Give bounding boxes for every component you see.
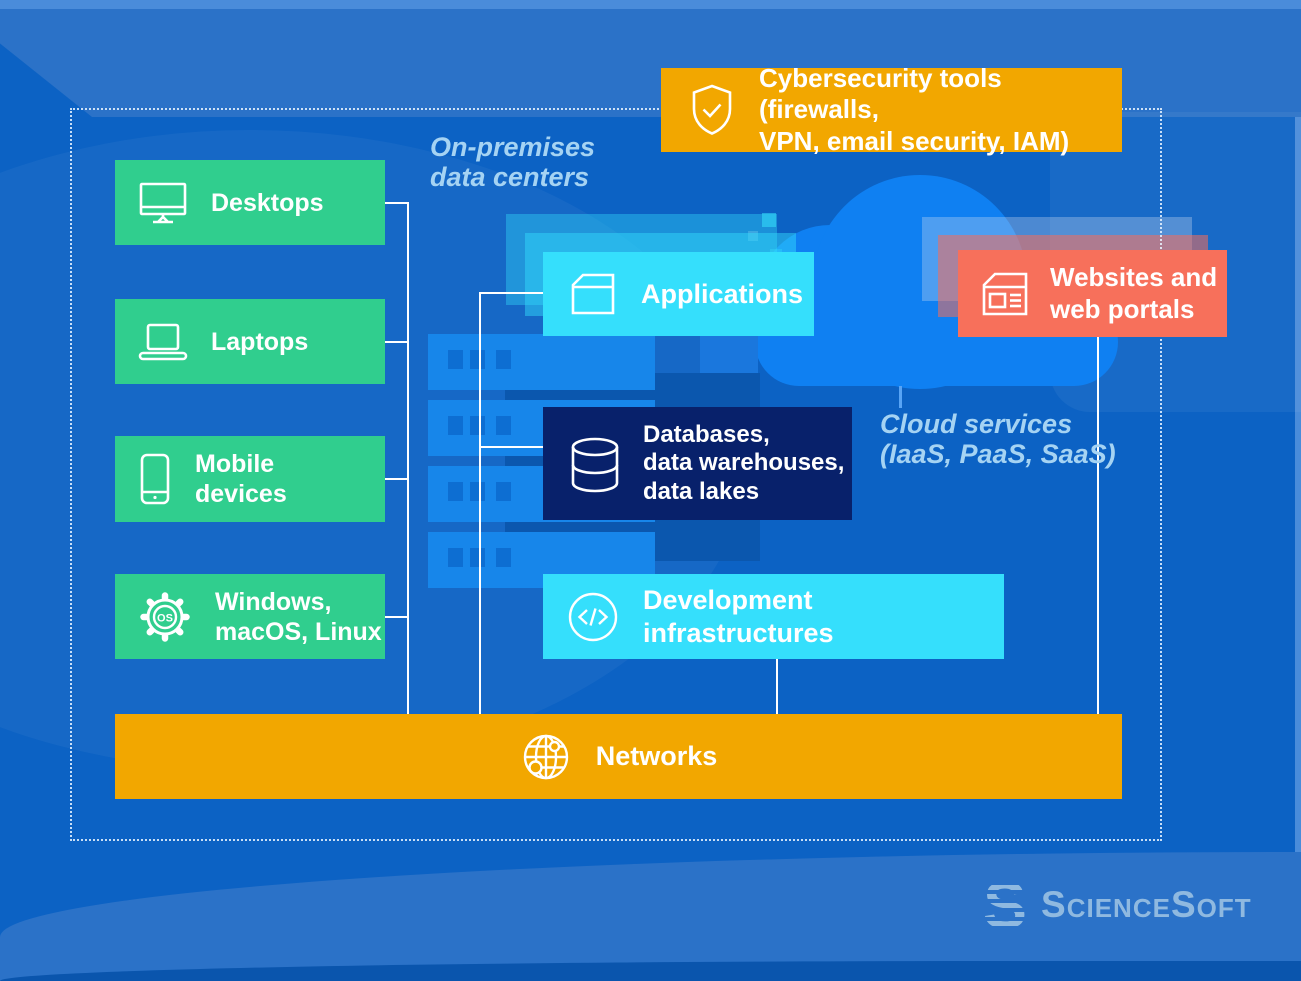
networks-label: Networks [595,741,718,772]
rack-slot [496,482,511,501]
applications-box: Applications [543,252,814,336]
square-decoration [700,336,758,374]
rack-slot [448,548,463,567]
svg-text:OS: OS [157,612,173,624]
sciencesoft-logo-mark: S [983,868,1028,942]
websites-label: Websites and web portals [1050,262,1218,324]
connector-stub-desktops [385,202,407,204]
websites-box: Websites and web portals [958,250,1227,337]
databases-box: Databases, data warehouses, data lakes [543,407,852,520]
connector-devices-to-networks [407,202,409,715]
sciencesoft-logo-text: ScienceSoft [1041,884,1252,925]
background-bottom-strip [0,961,1301,981]
rack-slot [470,482,485,501]
rack-slot [496,350,511,369]
desktops-box: Desktops [115,160,385,245]
connector-stub-laptops [385,341,407,343]
pixel-decoration [762,213,776,227]
connector-stub-applications [479,292,543,294]
connector-onprem-to-networks [479,292,481,715]
rack-slot [470,548,485,567]
development-infrastructures-label: Development infrastructures [643,585,834,648]
rack-slot [448,482,463,501]
connector-stub-mobile [385,478,407,480]
rack-slot [496,416,511,435]
desktop-monitor-icon [137,180,189,226]
rack-slot [470,350,485,369]
laptops-box: Laptops [115,299,385,384]
pixel-decoration [748,231,758,241]
rack-slot [470,416,485,435]
right-edge-strip [1295,0,1301,981]
databases-label: Databases, data warehouses, data lakes [643,421,845,505]
cloud-connector-line [899,386,902,408]
laptop-icon [137,321,189,363]
globe-network-icon [520,731,572,783]
cloud-services-label: Cloud services (IaaS, PaaS, SaaS) [880,409,1116,469]
networks-box: Networks [115,714,1122,799]
development-infrastructures-box: Development infrastructures [543,574,1004,659]
connector-websites-to-networks [1097,337,1099,715]
connector-stub-os [385,616,407,618]
applications-label: Applications [641,278,804,309]
connector-development-to-networks [776,658,778,715]
laptops-label: Laptops [211,327,309,356]
shield-check-icon [689,83,735,137]
app-window-icon [569,272,617,316]
rack-slot [448,416,463,435]
top-edge-strip [0,0,1301,9]
code-circle-icon [567,591,619,643]
os-gear-icon: OS [137,589,193,645]
mobile-devices-box: Mobile devices [115,436,385,522]
desktops-label: Desktops [211,188,324,217]
rack-slot [496,548,511,567]
database-icon [567,435,623,493]
server-rack [428,334,655,390]
sciencesoft-logo: S ScienceSoft [983,868,1252,942]
connector-stub-databases [479,446,543,448]
mobile-devices-label: Mobile devices [195,450,287,508]
operating-systems-label: Windows, macOS, Linux [215,587,382,646]
web-page-icon [980,271,1030,317]
smartphone-icon [137,452,173,506]
cybersecurity-tools-label: Cybersecurity tools (firewalls, VPN, ema… [759,63,1070,156]
dotted-border-frame [70,108,1162,841]
on-premises-label: On-premises data centers [430,132,596,192]
operating-systems-box: OS Windows, macOS, Linux [115,574,385,659]
rack-slot [448,350,463,369]
cybersecurity-tools-box: Cybersecurity tools (firewalls, VPN, ema… [661,63,1122,156]
